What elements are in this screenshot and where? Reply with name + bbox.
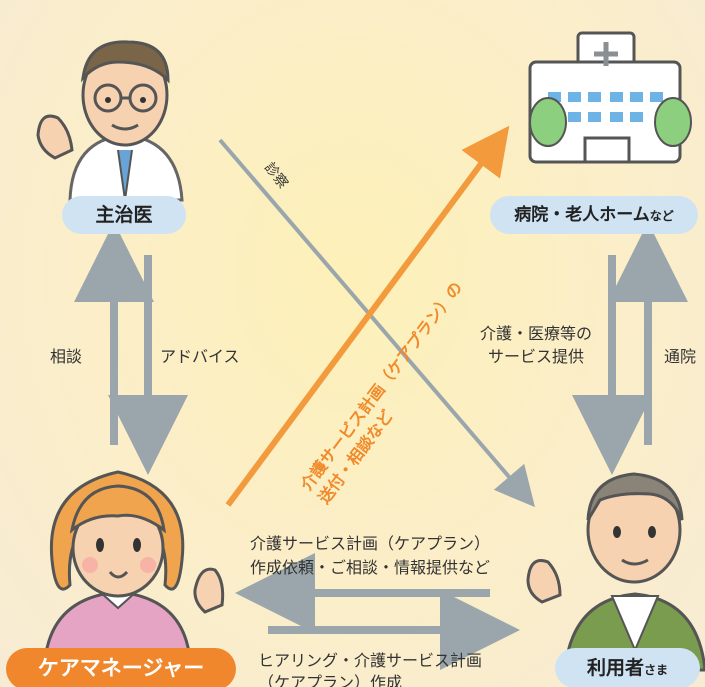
service-provision-line1: 介護・医療等の xyxy=(480,324,593,343)
hearing-line1: ヒアリング・介護サービス計画 xyxy=(258,651,483,670)
user-node: 利用者さま xyxy=(555,648,700,687)
doctor-label: 主治医 xyxy=(95,204,153,226)
request-label: 介護サービス計画（ケアプラン） 作成依頼・ご相談・情報提供など xyxy=(250,532,490,580)
doctor-node: 主治医 xyxy=(62,196,186,234)
advice-label: アドバイス xyxy=(160,347,240,366)
hearing-label: ヒアリング・介護サービス計画 （ケアプラン）作成 xyxy=(258,650,482,687)
request-line1: 介護サービス計画（ケアプラン） xyxy=(250,534,491,553)
consult-label: 相談 xyxy=(50,347,83,366)
user-suffix: さま xyxy=(644,663,669,677)
care-manager-label: ケアマネージャー xyxy=(37,656,205,680)
user-label: 利用者 xyxy=(586,657,644,679)
service-provision-label: 介護・医療等の サービス提供 xyxy=(480,322,592,368)
hearing-line2: （ケアプラン）作成 xyxy=(258,673,403,687)
service-provision-line2: サービス提供 xyxy=(488,347,585,366)
hospital-label: 病院・老人ホーム xyxy=(514,205,650,225)
hospital-node: 病院・老人ホームなど xyxy=(490,196,698,234)
visit-label: 通院 xyxy=(664,347,697,366)
care-manager-illustration xyxy=(43,470,225,662)
user-illustration xyxy=(526,472,705,672)
hospital-suffix: など xyxy=(649,209,674,223)
arrow-care-plan-send xyxy=(225,125,510,507)
care-manager-node: ケアマネージャー xyxy=(6,648,236,687)
hospital-illustration xyxy=(528,31,692,164)
request-line2: 作成依頼・ご相談・情報提供など xyxy=(250,558,491,577)
doctor-illustration xyxy=(36,40,184,202)
